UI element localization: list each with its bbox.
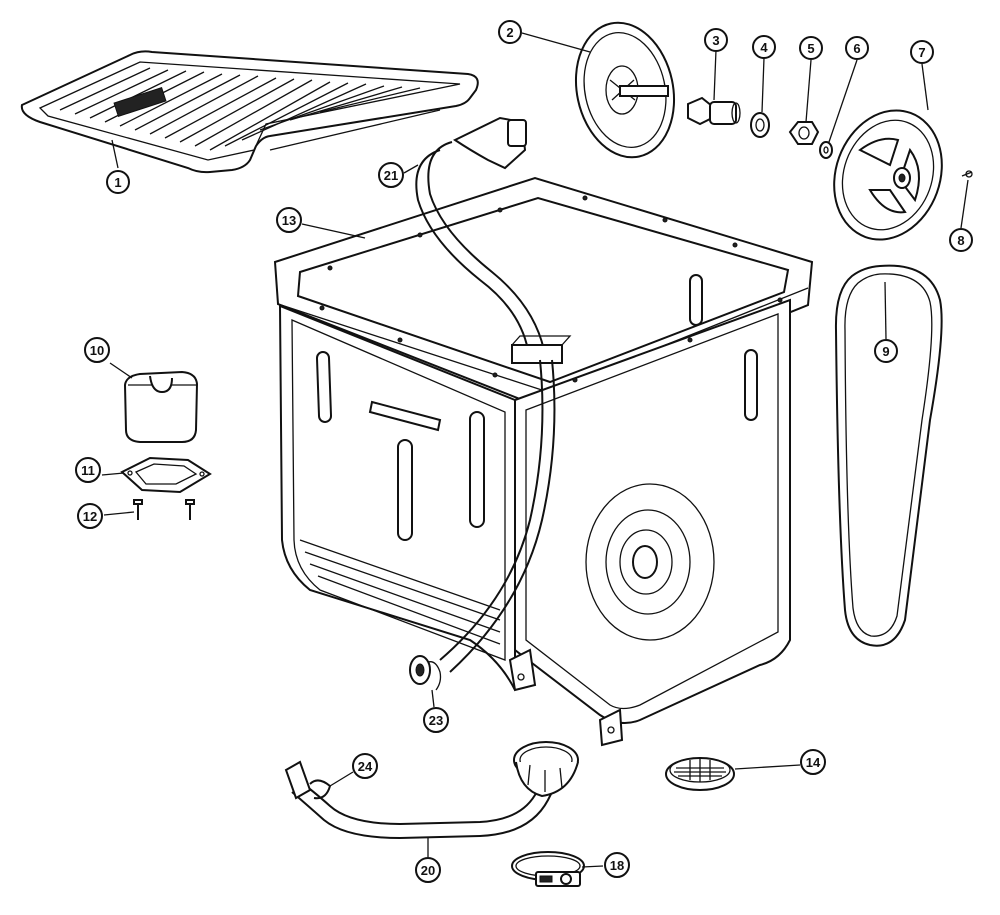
callout-1: 1	[106, 170, 130, 194]
callout-6-label: 6	[853, 41, 860, 56]
callout-7-label: 7	[918, 45, 925, 60]
leader-lines	[101, 32, 969, 868]
callout-13: 13	[276, 207, 302, 233]
callout-12: 12	[77, 503, 103, 529]
callout-11-label: 11	[81, 463, 95, 478]
part-outlet-hose	[409, 359, 556, 691]
callout-9: 9	[874, 339, 898, 363]
callout-6: 6	[845, 36, 869, 60]
part-block	[123, 370, 199, 443]
callout-9-label: 9	[882, 344, 889, 359]
part-belt	[834, 264, 943, 647]
callout-18-label: 18	[610, 858, 624, 873]
callout-2: 2	[498, 20, 522, 44]
callout-7: 7	[910, 40, 934, 64]
part-filter	[665, 757, 735, 791]
callout-13-label: 13	[282, 213, 296, 228]
callout-21-label: 21	[384, 168, 398, 183]
part-small-washer	[819, 141, 833, 159]
callout-20: 20	[415, 857, 441, 883]
part-screws	[133, 499, 195, 520]
part-bushing	[687, 96, 741, 126]
callout-4-label: 4	[760, 40, 768, 55]
part-motor-pulley	[833, 109, 943, 241]
callout-24-label: 24	[358, 759, 373, 774]
callout-5-label: 5	[807, 41, 814, 56]
part-clamp	[511, 851, 585, 887]
callout-23-label: 23	[429, 713, 443, 728]
callout-14-label: 14	[806, 755, 821, 770]
part-set-screw	[961, 170, 973, 178]
callout-5: 5	[799, 36, 823, 60]
lid-ribs	[59, 67, 421, 151]
callout-2-label: 2	[506, 25, 513, 40]
part-nut	[788, 121, 820, 145]
callout-23: 23	[423, 707, 449, 733]
part-hose-clip	[309, 779, 332, 800]
callout-8-label: 8	[957, 233, 964, 248]
callout-18: 18	[604, 852, 630, 878]
callout-11: 11	[75, 457, 101, 483]
callout-21: 21	[378, 162, 404, 188]
part-drain-hose	[284, 741, 579, 840]
callout-14: 14	[800, 749, 826, 775]
callout-4: 4	[752, 35, 776, 59]
callout-10-label: 10	[90, 343, 104, 358]
part-tub	[273, 176, 814, 747]
callout-3-label: 3	[712, 33, 719, 48]
callout-3: 3	[704, 28, 728, 52]
callout-10: 10	[84, 337, 110, 363]
part-fill-hose	[415, 116, 572, 364]
callout-1-label: 1	[114, 175, 121, 190]
callout-20-label: 20	[421, 863, 435, 878]
callout-12-label: 12	[83, 509, 97, 524]
filter-mesh	[674, 758, 726, 782]
part-gasket	[120, 456, 212, 494]
callout-8: 8	[949, 228, 973, 252]
part-lid	[20, 50, 479, 174]
part-drive-pulley	[574, 21, 676, 159]
part-washer	[750, 112, 770, 138]
callout-24: 24	[352, 753, 378, 779]
